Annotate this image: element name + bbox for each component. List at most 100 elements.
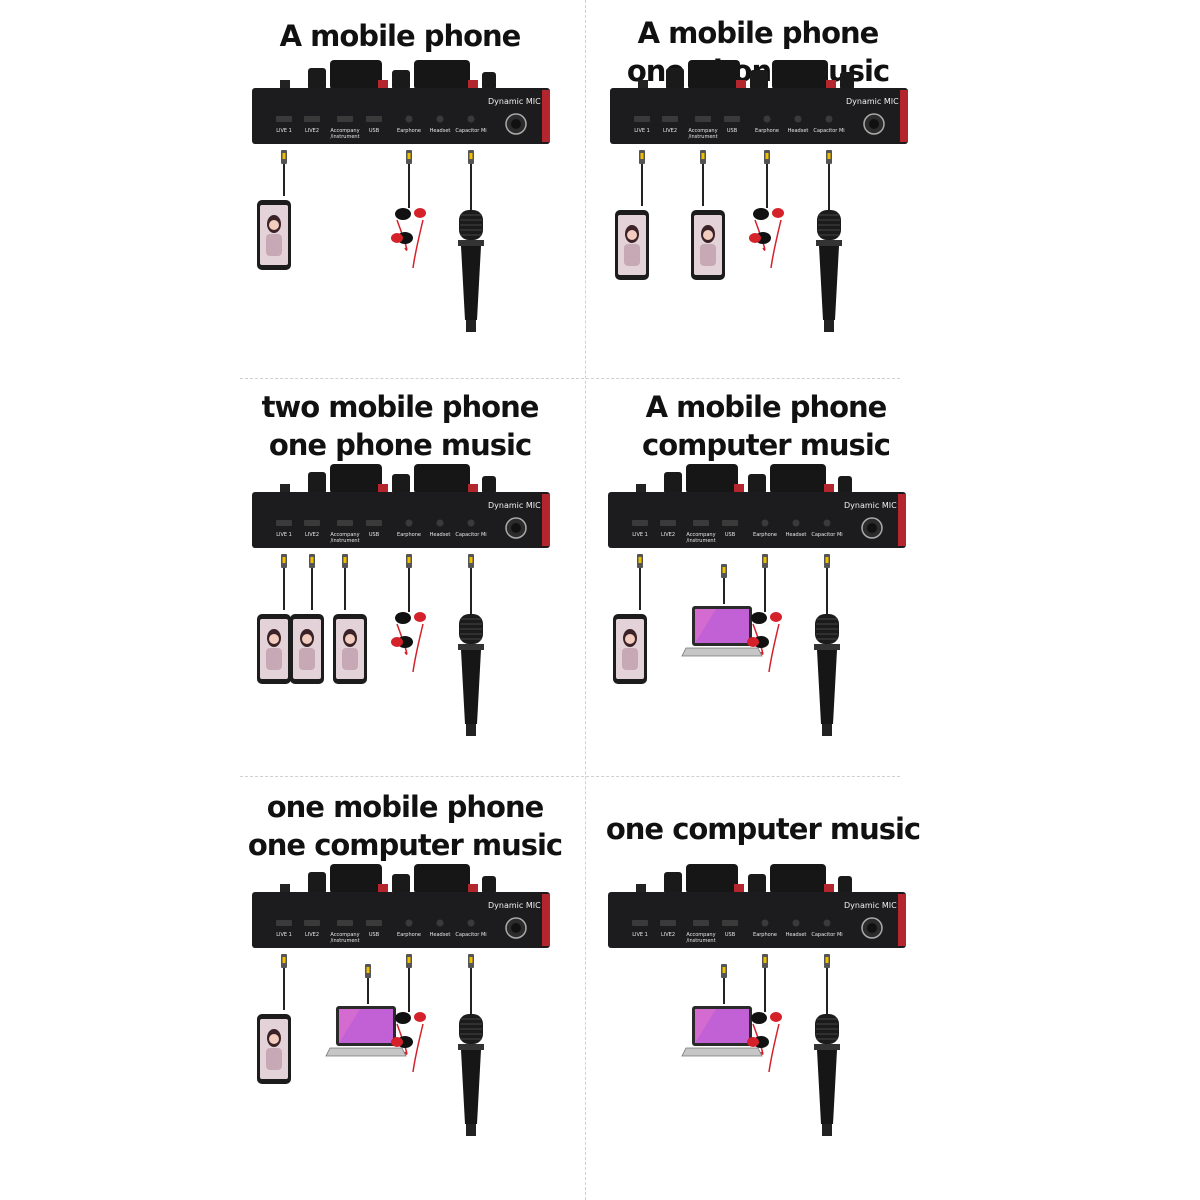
plug-tip [722,967,726,973]
laptop [681,606,763,657]
port-label: LIVE 1 [634,128,650,134]
panel-title-line: two mobile phone [261,390,540,424]
port-label: Headset [786,532,807,538]
mic-jack-hole [867,523,877,533]
mic-jack-hole [511,119,521,129]
earphone-wire [754,219,766,251]
port-label: LIVE2 [663,128,677,134]
port-label: USB [369,932,380,938]
port-label: Earphone [753,932,777,938]
port-label: Earphone [753,532,777,538]
mic-handle [817,650,837,724]
plug-tip [640,153,644,159]
audio-jack [405,115,413,123]
dynamic-microphone [814,614,840,736]
knob [664,472,682,494]
panel-phone-computer-music: A mobile phone computer music Dynamic MI… [566,386,966,786]
device-side-red [900,90,908,142]
knob [392,474,410,494]
red-accent [826,80,836,90]
earphones [391,208,426,269]
earphone-wire [770,219,782,269]
mic-ring [458,1044,484,1050]
port-label: USB [369,532,380,538]
mic-connector [466,1124,476,1136]
earphone-wire [396,1023,408,1055]
usb-port [662,116,678,122]
audio-jack [405,919,413,927]
port-label: Headset [788,128,809,134]
usb-port [337,116,353,122]
device-body [608,892,906,948]
phone-photo-face [625,634,635,644]
small-knob [636,484,646,494]
phone-photo-body [299,648,315,670]
earbud-accent [391,233,403,243]
red-accent [734,484,744,494]
earphone-wire [768,623,780,673]
audio-jack [436,115,444,123]
mic-ring [814,1044,840,1050]
port-label: LIVE2 [305,128,319,134]
port-label: Headset [786,932,807,938]
port-label: /instrument [686,538,715,544]
phone-photo-body [622,648,638,670]
knob [308,68,326,90]
port-label: Accompany [330,932,359,938]
phone-photo-face [269,220,279,230]
port-label: Earphone [397,932,421,938]
panel-title-line: one computer music [605,812,921,846]
mobile-phone [257,200,291,270]
audio-jack [467,115,475,123]
mic-ring [816,240,842,246]
port-label: Earphone [755,128,779,134]
earbud [751,612,767,624]
red-accent [468,884,478,894]
audio-jack [761,519,769,527]
port-label: USB [725,532,736,538]
screen-wave [339,1009,393,1043]
large-knob [330,464,382,494]
port-label: LIVE 1 [276,128,292,134]
small-knob [280,80,290,90]
port-label: USB [727,128,738,134]
screen-wave [695,609,749,643]
knob [748,874,766,894]
plug-tip [469,557,473,563]
mobile-phone [333,614,367,684]
earphones [391,612,426,673]
dynamic-microphone [814,1014,840,1136]
plug-tip [701,153,705,159]
mic-handle [461,650,481,724]
usb-port [276,920,292,926]
usb-port [366,520,382,526]
phone-photo-body [266,648,282,670]
plug-tip [407,957,411,963]
horizontal-divider [240,378,900,379]
earbud-accent [747,1037,759,1047]
phone-photo-body [266,234,282,256]
earbud [395,612,411,624]
panel-title: one computer music [563,810,963,848]
earphones [749,208,784,269]
port-label: LIVE 1 [276,532,292,538]
usb-port [660,520,676,526]
usb-port [276,116,292,122]
audio-jack [405,519,413,527]
plug-tip [763,557,767,563]
red-accent [378,884,388,894]
earphone-wire [396,219,408,251]
panel-title-line: one computer music [247,828,563,862]
panel-title: two mobile phone one phone music [200,388,600,464]
red-accent [468,80,478,90]
port-label: /instrument [686,938,715,944]
plug-tip [638,557,642,563]
knob [482,476,496,494]
dynamic-microphone [816,210,842,332]
device-side-red [542,894,550,946]
earphone-wire [412,623,424,673]
